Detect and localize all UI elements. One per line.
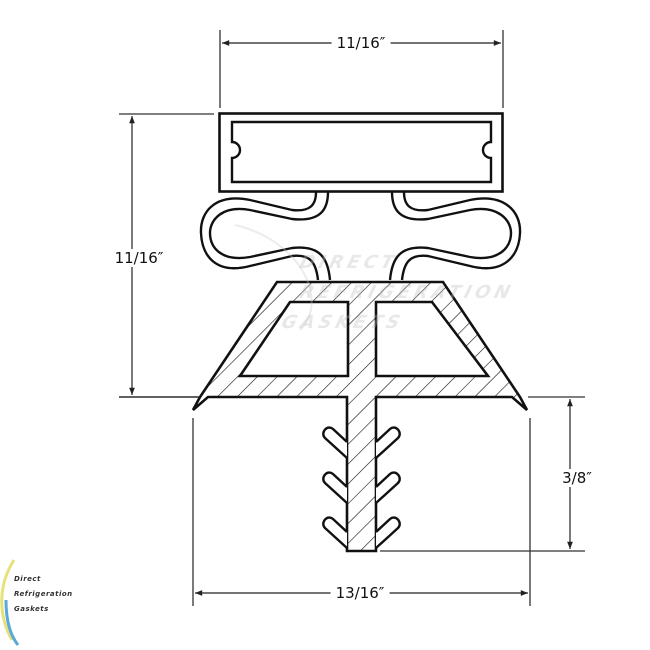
dart-height-label: 3/8″ — [557, 469, 597, 487]
right-cavity — [374, 300, 491, 378]
logo-icon — [0, 559, 20, 646]
magnet-slot — [230, 120, 493, 184]
watermark-swoosh — [234, 224, 313, 331]
dart-fins — [322, 426, 401, 549]
magnet-carrier — [218, 112, 504, 193]
watermark-line1: DIRECT — [297, 252, 401, 273]
company-logo: Direct Refrigeration Gaskets — [4, 555, 74, 645]
logo-line3: Gaskets — [14, 605, 49, 613]
gasket-base — [119, 280, 529, 553]
watermark-line3: GASKETS — [279, 312, 406, 333]
bellows-bulb — [199, 191, 522, 281]
logo-line2: Refrigeration — [14, 590, 73, 598]
dart-height-dimension — [380, 396, 585, 552]
top-width-label: 11/16″ — [331, 34, 391, 52]
left-cavity — [237, 300, 350, 378]
logo-line1: Direct — [14, 575, 41, 583]
watermark-line2: REFRIGERATION — [297, 282, 517, 303]
left-height-label: 11/16″ — [109, 249, 169, 267]
base-width-label: 13/16″ — [330, 584, 390, 602]
